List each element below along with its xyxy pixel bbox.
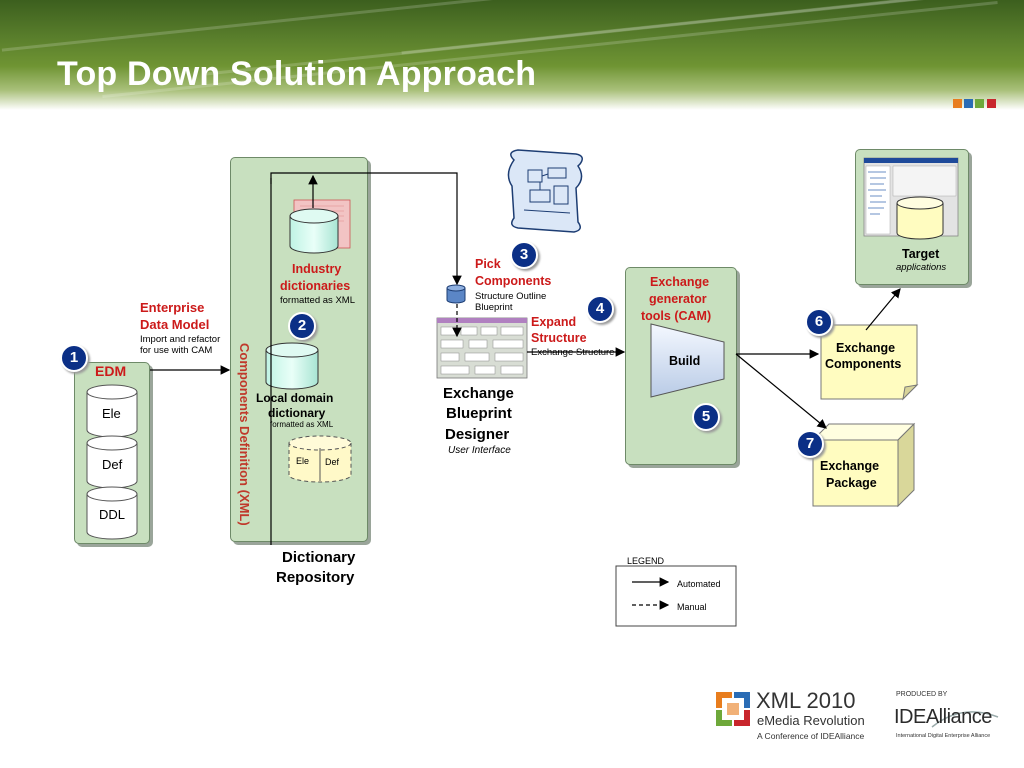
designer-sub: User Interface xyxy=(448,445,511,456)
brand-square-green xyxy=(975,99,984,108)
pick-title-line2: Components xyxy=(475,274,552,288)
arrow-to-package xyxy=(735,353,827,429)
legend-automated-label: Automated xyxy=(677,579,721,589)
edm-item-def: Def xyxy=(102,457,123,472)
repository-vertical-label: Components Definition (XML) xyxy=(237,343,252,526)
exchange-components-note xyxy=(820,324,919,401)
enterprise-title-line2: Data Model xyxy=(140,317,210,332)
edm-item-ele: Ele xyxy=(102,406,121,421)
target-sub: applications xyxy=(896,262,947,273)
ele-def-split-cylinder xyxy=(288,435,352,483)
industry-title-line1: Industry xyxy=(292,262,342,276)
local-title-line1: Local domain xyxy=(256,391,334,405)
step-badge-1: 1 xyxy=(60,344,88,372)
pick-desc-line1: Structure Outline xyxy=(475,291,547,302)
header-banner xyxy=(0,0,1024,110)
step-badge-5: 5 xyxy=(692,403,720,431)
step-badge-7: 7 xyxy=(796,430,824,458)
industry-desc: formatted as XML xyxy=(280,295,355,306)
step-badge-4: 4 xyxy=(586,295,614,323)
generator-line2: generator xyxy=(649,292,707,306)
enterprise-desc-line1: Import and refactor xyxy=(140,334,221,345)
repository-caption-line1: Dictionary xyxy=(282,549,356,566)
xml2010-conference: A Conference of IDEAlliance xyxy=(757,731,865,741)
xml2010-title: XML 2010 xyxy=(756,688,856,713)
industry-title-line2: dictionaries xyxy=(280,279,351,293)
brand-square-red xyxy=(987,99,996,108)
industry-database-icon xyxy=(289,208,339,254)
build-label: Build xyxy=(669,354,701,368)
legend-title: LEGEND xyxy=(627,556,665,566)
pick-title-line1: Pick xyxy=(475,257,501,271)
legend-box xyxy=(615,565,737,627)
components-line2: Components xyxy=(825,357,902,371)
idealliance-logo: IDEAlliance xyxy=(894,706,992,728)
enterprise-title-line1: Enterprise xyxy=(140,300,205,315)
edm-item-ddl: DDL xyxy=(99,507,126,522)
designer-line2: Blueprint xyxy=(446,405,512,422)
designer-line3: Designer xyxy=(445,426,510,443)
package-line1: Exchange xyxy=(820,459,880,473)
split-label-def: Def xyxy=(325,457,340,467)
generator-line3: tools (CAM) xyxy=(641,309,712,323)
expand-title-line2: Structure xyxy=(531,331,587,345)
step-badge-2: 2 xyxy=(288,312,316,340)
legend-manual-label: Manual xyxy=(677,602,707,612)
package-line2: Package xyxy=(826,476,877,490)
expand-title-line1: Expand xyxy=(531,315,577,329)
step-badge-6: 6 xyxy=(805,308,833,336)
arrow-feedback-loop xyxy=(270,172,458,188)
generator-line1: Exchange xyxy=(650,275,710,289)
idealliance-tagline: International Digital Enterprise Allianc… xyxy=(896,733,991,739)
page-title: Top Down Solution Approach xyxy=(57,55,537,93)
exchange-package-box xyxy=(811,422,916,508)
blueprint-scroll-icon xyxy=(507,149,583,233)
edm-title: EDM xyxy=(95,363,127,379)
local-title-line2: dictionary xyxy=(268,406,326,420)
target-title: Target xyxy=(902,247,940,261)
xml2010-subtitle: eMedia Revolution xyxy=(757,713,865,728)
pick-desc-line2: Blueprint xyxy=(475,302,513,313)
build-trapezoid xyxy=(650,323,725,398)
brand-square-orange xyxy=(953,99,962,108)
expand-desc: Exchange Structure xyxy=(531,347,615,358)
enterprise-desc-line2: for use with CAM xyxy=(140,345,213,356)
split-label-ele: Ele xyxy=(296,456,310,466)
edm-cylinder-ele xyxy=(86,384,138,438)
produced-by-label: PRODUCED BY xyxy=(896,691,948,698)
local-dictionary-database-icon xyxy=(265,342,319,390)
designer-screenshot-thumbnail xyxy=(436,317,528,379)
local-desc: formatted as XML xyxy=(270,420,334,429)
brand-square-blue xyxy=(964,99,973,108)
xml2010-logo-icon xyxy=(716,692,750,726)
target-database-icon xyxy=(896,196,944,240)
edm-cylinder-ddl xyxy=(86,486,138,540)
arrow-to-target xyxy=(865,288,901,331)
idealliance-swoosh xyxy=(931,711,999,728)
step-badge-3: 3 xyxy=(510,241,538,269)
pick-database-icon xyxy=(446,284,466,304)
repository-caption-line2: Repository xyxy=(276,569,355,586)
designer-line1: Exchange xyxy=(443,385,514,402)
components-line1: Exchange xyxy=(836,341,896,355)
